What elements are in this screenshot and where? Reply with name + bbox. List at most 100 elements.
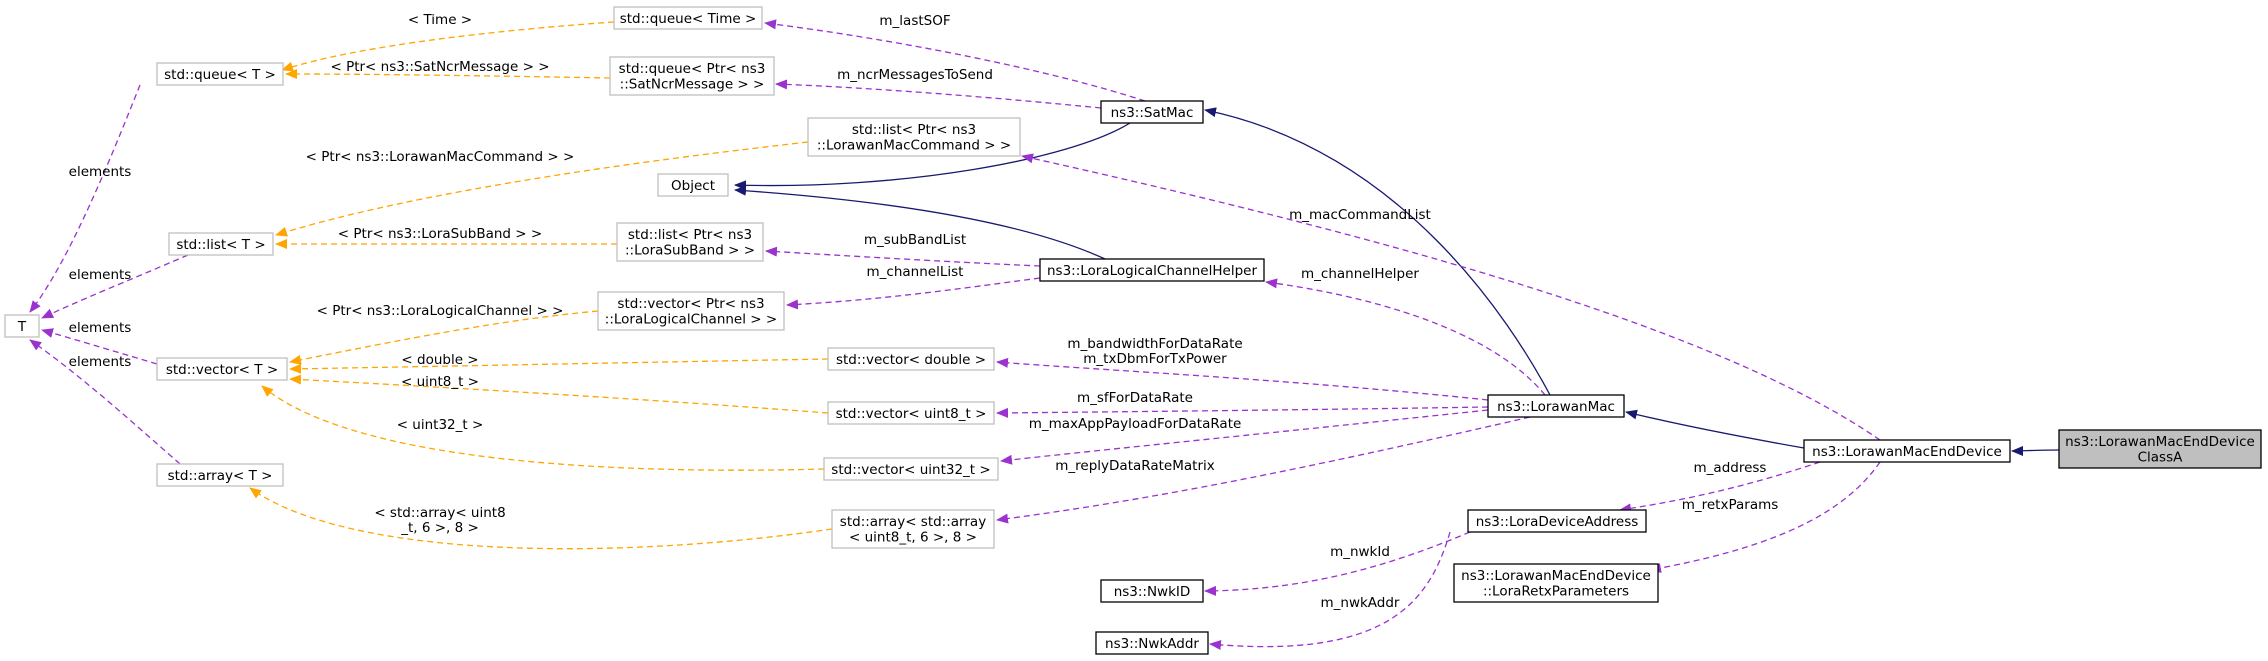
node-label: ns3::LorawanMac bbox=[1497, 399, 1615, 415]
node-retx-params[interactable]: ns3::LorawanMacEndDevice::LoraRetxParame… bbox=[1453, 563, 1659, 603]
node-array-T[interactable]: std::array< T > bbox=[156, 463, 284, 487]
node-nwkaddr[interactable]: ns3::NwkAddr bbox=[1095, 631, 1209, 655]
edge-line bbox=[786, 277, 1041, 310]
node-label: std::vector< uint32_t > bbox=[831, 462, 990, 478]
node-vector-uint32[interactable]: std::vector< uint32_t > bbox=[823, 457, 999, 481]
edge-line bbox=[261, 385, 825, 471]
node-label: ClassA bbox=[2138, 450, 2184, 466]
node-label: std::array< T > bbox=[168, 468, 273, 484]
node-label: std::list< T > bbox=[176, 237, 265, 253]
node-vector-double[interactable]: std::vector< double > bbox=[827, 347, 995, 371]
edge-label: < double > bbox=[401, 352, 478, 368]
edge-inherit bbox=[734, 185, 1106, 260]
edge-label: m_channelHelper bbox=[1301, 266, 1419, 282]
edge-line bbox=[996, 416, 1531, 524]
edge-usage: m_sfForDataRate bbox=[996, 390, 1489, 418]
edge-line bbox=[1649, 461, 1881, 573]
node-object[interactable]: Object bbox=[657, 173, 729, 197]
edge-template: < Ptr< ns3::LorawanMacCommand > > bbox=[275, 141, 809, 237]
edge-usage: m_lastSOF bbox=[764, 13, 1146, 102]
edge-line bbox=[41, 254, 189, 319]
node-box bbox=[1453, 563, 1659, 603]
edge-label: m_maxAppPayloadForDataRate bbox=[1029, 416, 1242, 432]
edge-line bbox=[1625, 409, 1805, 449]
node-label: std::vector< T > bbox=[166, 362, 278, 378]
node-array-array[interactable]: std::array< std::array< uint8_t, 6 >, 8 … bbox=[831, 509, 995, 549]
edge-label: m_bandwidthForDataRate bbox=[1067, 336, 1242, 352]
node-label: ns3::LorawanMacEndDevice bbox=[1461, 568, 1651, 584]
node-list-T[interactable]: std::list< T > bbox=[168, 232, 274, 256]
node-nwkid[interactable]: ns3::NwkID bbox=[1100, 579, 1204, 603]
edge-label: < Ptr< ns3::SatNcrMessage > > bbox=[330, 59, 549, 75]
edge-template: < Ptr< ns3::LoraLogicalChannel > > bbox=[289, 303, 599, 365]
node-box bbox=[807, 117, 1021, 157]
node-box bbox=[168, 232, 274, 256]
edge-line bbox=[764, 19, 1146, 102]
node-queue-T[interactable]: std::queue< T > bbox=[156, 62, 284, 86]
node-vector-uint8[interactable]: std::vector< uint8_t > bbox=[827, 401, 995, 425]
edge-template: < Ptr< ns3::LoraSubBand > > bbox=[275, 226, 617, 249]
node-box bbox=[156, 62, 284, 86]
node-lorawan-mac[interactable]: ns3::LorawanMac bbox=[1487, 394, 1625, 418]
edge-label: m_macCommandList bbox=[1289, 207, 1431, 223]
node-box bbox=[657, 173, 729, 197]
edge-template: < Time > bbox=[281, 12, 615, 72]
edge-label: elements bbox=[69, 354, 132, 370]
node-lorawan-enddev[interactable]: ns3::LorawanMacEndDevice bbox=[1803, 439, 2011, 463]
edge-line bbox=[41, 328, 158, 365]
edge-template: < Ptr< ns3::SatNcrMessage > > bbox=[285, 59, 611, 80]
node-box bbox=[1100, 579, 1204, 603]
edge-line bbox=[289, 374, 829, 414]
edge-label: < uint8_t > bbox=[401, 374, 479, 390]
node-box bbox=[1487, 394, 1625, 418]
edge-line bbox=[29, 339, 181, 465]
edge-line bbox=[775, 79, 1102, 109]
node-logch-helper[interactable]: ns3::LoraLogicalChannelHelper bbox=[1039, 258, 1265, 282]
edge-line bbox=[1000, 409, 1489, 465]
node-label: ns3::LorawanMacEndDevice bbox=[1812, 444, 2002, 460]
edge-label: m_retxParams bbox=[1682, 497, 1779, 513]
node-vector-T[interactable]: std::vector< T > bbox=[156, 357, 288, 381]
edge-label: m_replyDataRateMatrix bbox=[1055, 458, 1214, 474]
edge-usage: elements bbox=[29, 84, 141, 313]
edge-line bbox=[1021, 153, 1881, 441]
node-T[interactable]: T bbox=[4, 314, 40, 338]
edge-label: m_address bbox=[1694, 460, 1767, 476]
edge-usage: m_channelList bbox=[786, 264, 1041, 310]
node-label: Object bbox=[671, 178, 715, 194]
node-box bbox=[156, 463, 284, 487]
node-list-maccmd[interactable]: std::list< Ptr< ns3::LorawanMacCommand >… bbox=[807, 117, 1021, 157]
node-box bbox=[613, 6, 763, 30]
edge-line bbox=[765, 246, 1041, 267]
node-dev-address[interactable]: ns3::LoraDeviceAddress bbox=[1467, 509, 1647, 533]
node-label: std::vector< Ptr< ns3 bbox=[617, 296, 764, 312]
edge-usage: elements bbox=[41, 320, 158, 365]
edge-usage: m_nwkAddr bbox=[1209, 531, 1451, 650]
edge-inherit bbox=[1204, 107, 1551, 396]
node-label: ::SatNcrMessage > > bbox=[620, 77, 765, 93]
edge-line bbox=[289, 310, 599, 365]
edge-label: < std::array< uint8 bbox=[374, 505, 505, 521]
node-label: ns3::LoraLogicalChannelHelper bbox=[1047, 263, 1257, 279]
node-list-subband[interactable]: std::list< Ptr< ns3::LoraSubBand > > bbox=[616, 222, 764, 262]
node-label: std::array< std::array bbox=[840, 514, 986, 530]
node-queue-time[interactable]: std::queue< Time > bbox=[613, 6, 763, 30]
edge-label: m_nwkAddr bbox=[1320, 595, 1399, 611]
node-vector-logch[interactable]: std::vector< Ptr< ns3::LoraLogicalChanne… bbox=[597, 291, 785, 331]
edge-label: m_ncrMessagesToSend bbox=[837, 67, 993, 83]
node-box bbox=[831, 509, 995, 549]
edge-usage: m_nwkId bbox=[1204, 531, 1471, 596]
edge-label: < Ptr< ns3::LoraSubBand > > bbox=[338, 226, 542, 242]
edge-usage: elements bbox=[41, 254, 189, 319]
edge-label: < Ptr< ns3::LorawanMacCommand > > bbox=[306, 149, 575, 165]
node-label: ::LoraSubBand > > bbox=[625, 243, 755, 259]
node-box bbox=[616, 222, 764, 262]
edge-usage: m_ncrMessagesToSend bbox=[775, 67, 1102, 109]
edge-line bbox=[285, 69, 611, 80]
node-satmac[interactable]: ns3::SatMac bbox=[1100, 100, 1204, 124]
edge-line bbox=[29, 84, 141, 313]
node-box bbox=[1100, 100, 1204, 124]
node-queue-ncr[interactable]: std::queue< Ptr< ns3::SatNcrMessage > > bbox=[609, 56, 775, 96]
